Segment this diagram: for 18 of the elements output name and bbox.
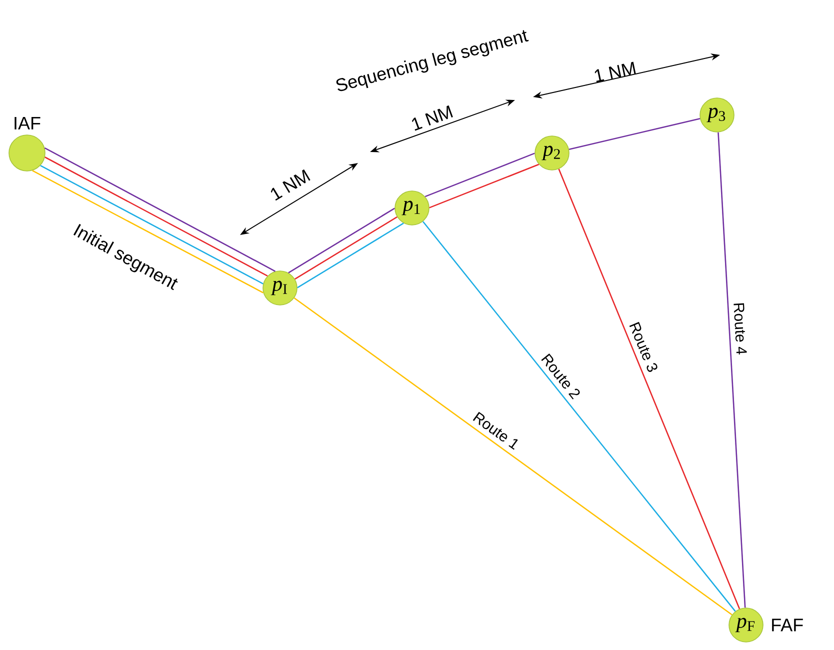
route-line bbox=[297, 222, 404, 288]
route-line bbox=[422, 221, 736, 612]
waypoint-circle bbox=[8, 134, 46, 172]
route-line bbox=[288, 208, 395, 274]
dimension-label: 1 NM bbox=[270, 169, 310, 201]
edge-label: Route 4 bbox=[732, 301, 748, 356]
edge-label: Route 3 bbox=[627, 319, 660, 375]
route-line bbox=[294, 216, 398, 280]
route-line bbox=[429, 164, 540, 208]
route-line bbox=[294, 297, 732, 616]
route-line bbox=[718, 132, 746, 608]
route-line bbox=[424, 152, 535, 198]
fix-label: FAF bbox=[772, 618, 803, 632]
fix-label: IAF bbox=[14, 117, 40, 130]
route-line bbox=[558, 168, 740, 610]
route-line bbox=[568, 118, 700, 150]
dimension-label: 1 NM bbox=[412, 105, 453, 131]
dimension-label: 1 NM bbox=[594, 62, 636, 82]
